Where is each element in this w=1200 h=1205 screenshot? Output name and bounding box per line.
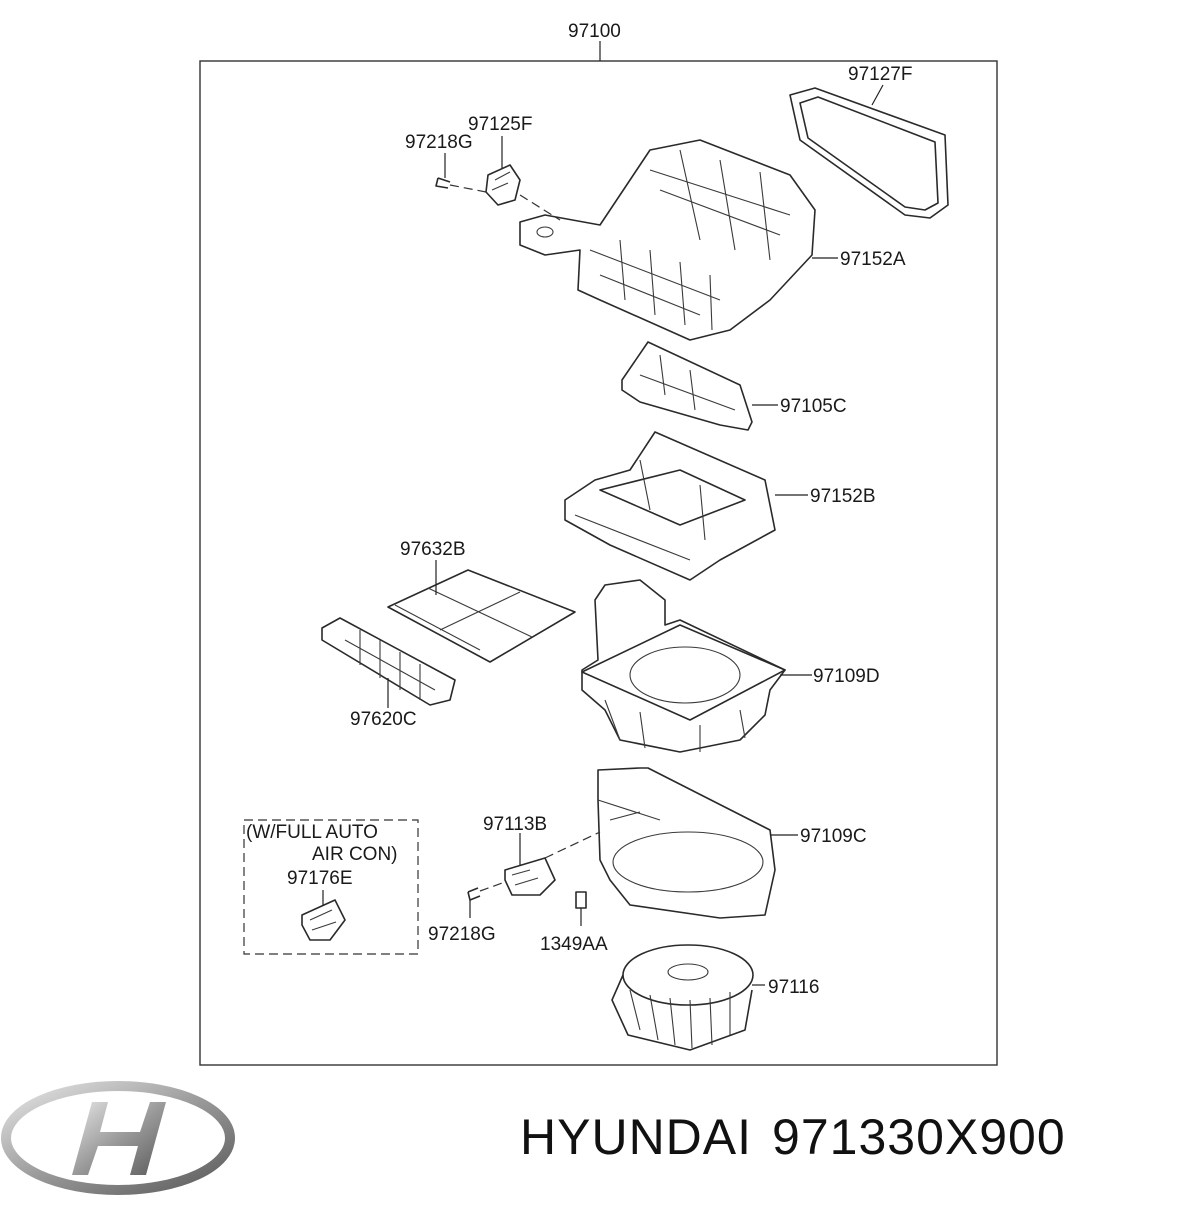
assembly-number-label: 97100 bbox=[568, 21, 621, 42]
actuator-97125F bbox=[435, 164, 521, 206]
label-97176E: 97176E bbox=[287, 868, 353, 889]
footer-title: HYUNDAI 971330X900 bbox=[520, 1108, 1086, 1166]
label-97152A: 97152A bbox=[840, 249, 906, 270]
blower-upper-97109D bbox=[581, 579, 786, 753]
option-note-line2: AIR CON) bbox=[312, 844, 398, 865]
label-97113B: 97113B bbox=[483, 814, 547, 835]
label-97109C: 97109C bbox=[800, 826, 867, 847]
brand-logo bbox=[0, 1080, 240, 1200]
label-97218G-bottom: 97218G bbox=[428, 924, 496, 945]
label-97218G-top: 97218G bbox=[405, 132, 473, 153]
label-97620C: 97620C bbox=[350, 709, 417, 730]
option-box bbox=[243, 819, 419, 955]
part-number: 971330X900 bbox=[772, 1109, 1066, 1165]
blower-lower-97109C bbox=[597, 767, 776, 919]
label-97125F: 97125F bbox=[468, 114, 532, 135]
clip-1349AA bbox=[575, 891, 587, 909]
label-97105C: 97105C bbox=[780, 396, 847, 417]
upper-case-97152A bbox=[519, 139, 816, 341]
brand-name: HYUNDAI bbox=[520, 1109, 753, 1165]
gasket-97127F bbox=[789, 87, 949, 219]
resistor-97113B bbox=[467, 857, 556, 901]
diagram-frame bbox=[199, 60, 998, 1066]
filter-97632B bbox=[387, 569, 576, 663]
lower-case-97152B bbox=[564, 431, 776, 581]
label-97109D: 97109D bbox=[813, 666, 880, 687]
label-1349AA: 1349AA bbox=[540, 934, 608, 955]
hyundai-logo-icon bbox=[1, 1081, 235, 1195]
door-97105C bbox=[621, 341, 753, 431]
resistor-97176E bbox=[301, 899, 346, 941]
label-97152B: 97152B bbox=[810, 486, 876, 507]
option-note-line1: (W/FULL AUTO bbox=[246, 822, 378, 843]
label-97632B: 97632B bbox=[400, 539, 466, 560]
label-97116: 97116 bbox=[768, 977, 819, 998]
blower-motor-97116 bbox=[611, 944, 754, 1051]
label-97127F: 97127F bbox=[848, 64, 912, 85]
grille-97620C bbox=[321, 617, 456, 706]
